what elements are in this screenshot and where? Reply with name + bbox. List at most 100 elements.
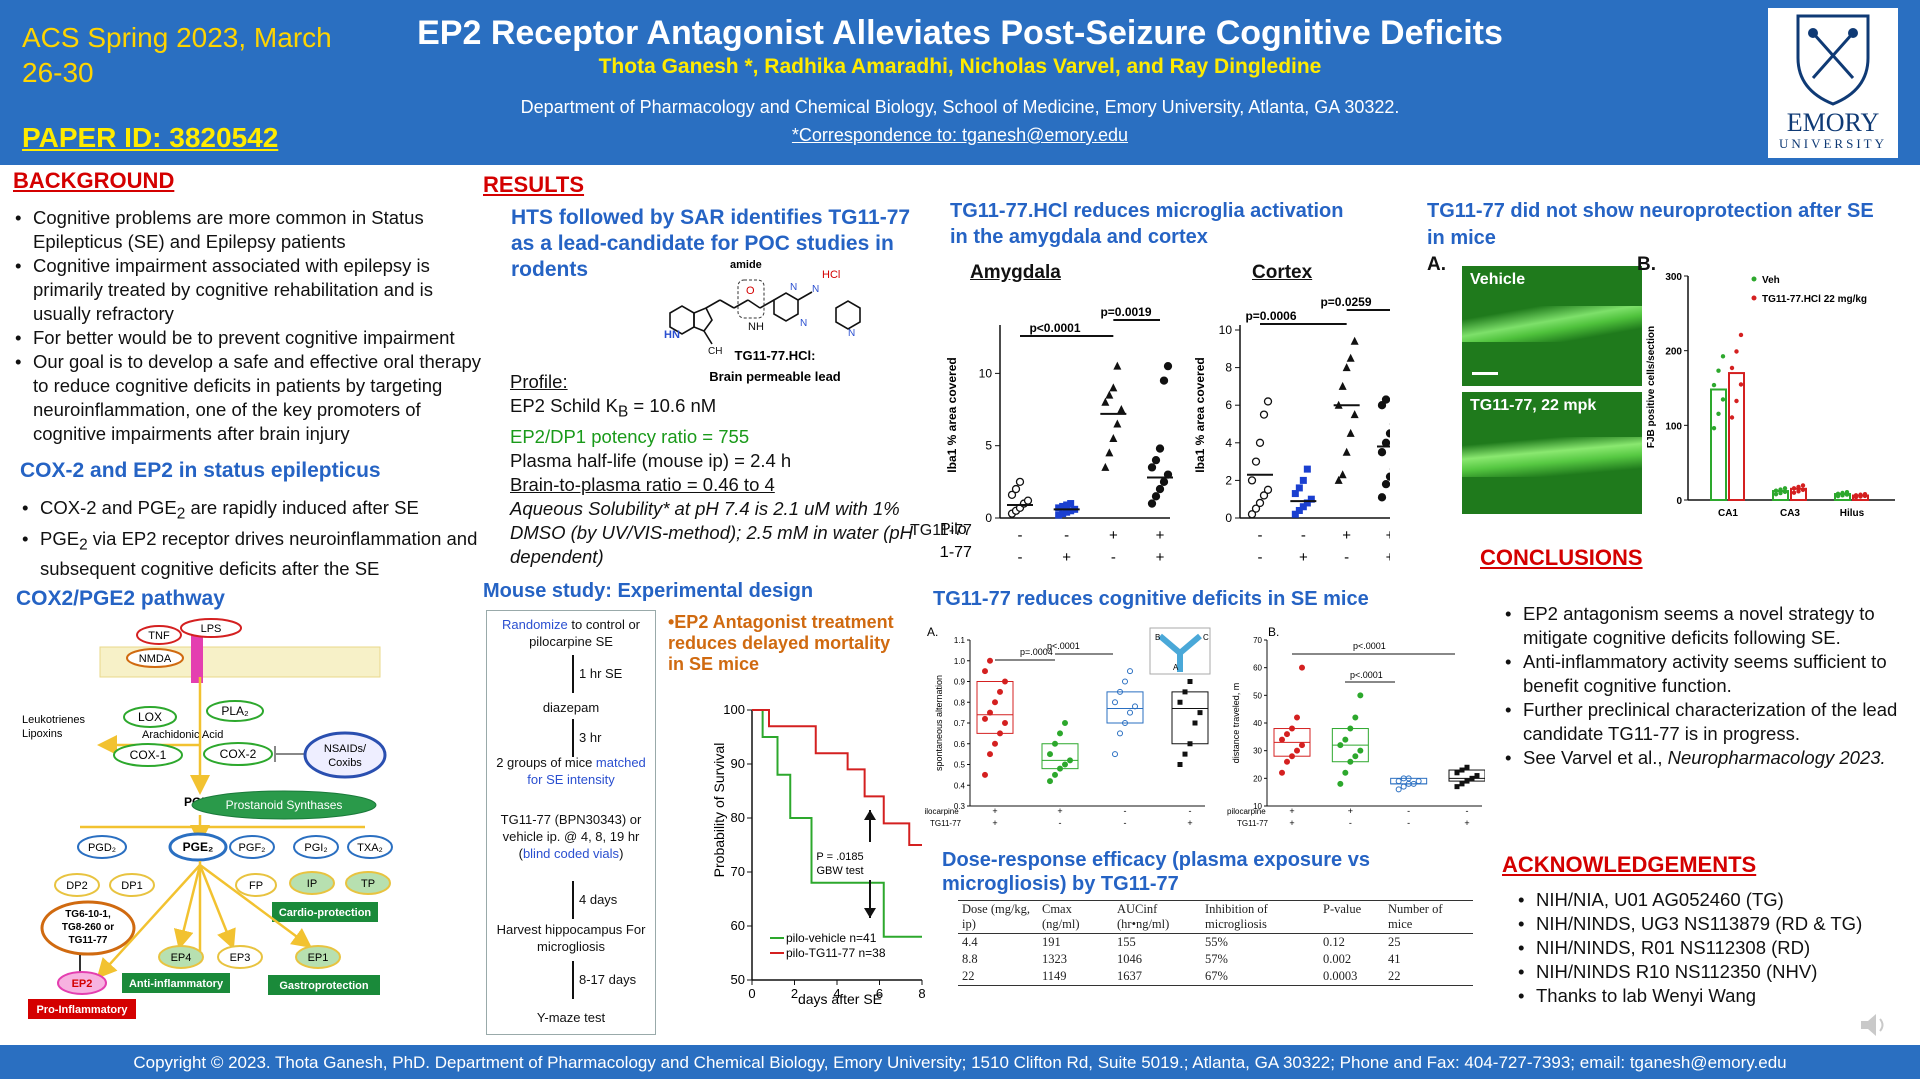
neuroprotection-heading: TG11-77 did not show neuroprotection aft…	[1427, 200, 1874, 249]
dp1-node	[109, 873, 155, 897]
data-point	[1122, 678, 1128, 685]
y-tick-label: 60	[1253, 664, 1262, 673]
data-point	[1251, 457, 1261, 466]
lox-label: LOX	[138, 710, 162, 724]
data-point	[1251, 504, 1261, 513]
data-point	[1729, 415, 1735, 420]
tg11-77-micrograph: TG11-77, 22 mpk	[1462, 392, 1642, 514]
speaker-icon[interactable]	[1858, 1010, 1892, 1040]
data-point	[1782, 486, 1788, 491]
flow-step-treatment: TG11-77 (BPN30343) or vehicle ip. @ 4, 8…	[491, 811, 651, 862]
x-category-label: Hilus	[1840, 508, 1865, 519]
data-point	[1469, 775, 1475, 781]
y-tick-label: 40	[1253, 719, 1262, 728]
data-point	[982, 668, 988, 675]
pge2-label: PGE₂	[183, 840, 214, 854]
svg-text:CH: CH	[708, 346, 722, 357]
tg-compound-label: TG8-260 or	[62, 922, 114, 933]
y-tick-label: 80	[731, 810, 745, 825]
data-point	[1334, 475, 1343, 484]
data-point	[1113, 361, 1122, 370]
flow-text: TG11-77 (BPN30343) or vehicle ip. @ 4, 8…	[500, 812, 642, 861]
table-header: P-value	[1323, 902, 1362, 916]
background-item: Cognitive impairment associated with epi…	[13, 254, 493, 326]
pilo-row-label: Pilo	[940, 521, 967, 538]
table-cell: 8.8	[962, 952, 978, 966]
hcl-label: HCl	[822, 269, 840, 281]
cognitive-charts: A. B. spontaneous alternation distance t…	[925, 625, 1485, 828]
leukotrienes-label: Leukotrienes	[22, 714, 85, 726]
data-point	[1711, 382, 1717, 388]
data-point	[1738, 382, 1744, 387]
y-tick-label: 60	[731, 918, 745, 933]
data-point	[1255, 498, 1265, 508]
subscript: 2	[79, 536, 88, 554]
correspondence-link[interactable]: *Correspondence to: tganesh@emory.edu	[791, 125, 1129, 145]
x-tick-label: 4	[833, 986, 840, 1001]
pilocarpine-sign: -	[1466, 806, 1469, 816]
data-point	[1011, 484, 1021, 494]
data-point	[1047, 751, 1053, 758]
background-item: Cognitive problems are more common in St…	[13, 206, 493, 254]
tg-row-label: TG11-77	[1237, 819, 1269, 828]
ep4-label: EP4	[171, 952, 192, 964]
mouse-study-heading: Mouse study: Experimental design	[483, 580, 814, 602]
data-point	[1113, 419, 1122, 428]
potency-ratio: EP2/DP1 potency ratio = 755	[510, 425, 750, 447]
footer: Copyright © 2023. Thota Ganesh, PhD. Dep…	[0, 1045, 1920, 1079]
data-point	[1279, 736, 1285, 743]
data-point	[1063, 501, 1071, 509]
fp-label: FP	[249, 880, 263, 892]
experimental-design-flowchart: Randomize to control or pilocarpine SE 1…	[486, 610, 656, 1035]
tnf-label: TNF	[148, 630, 170, 642]
data-point	[1791, 486, 1797, 491]
mortality-heading: •EP2 Antagonist treatment reduces delaye…	[668, 612, 894, 674]
ep3-node	[217, 945, 263, 969]
tg-compounds-node	[40, 900, 136, 956]
data-point	[1059, 502, 1067, 510]
prostanoid-synthases-label: Prostanoid Synthases	[226, 798, 343, 812]
data-point	[1350, 410, 1359, 419]
background-item: For better would be to prevent cognitive…	[13, 326, 493, 350]
data-point	[1464, 778, 1470, 784]
distance-ylabel: distance traveled, m	[1231, 683, 1241, 764]
pro-inflammatory-label: Pro-Inflammatory	[36, 1004, 128, 1016]
data-point	[1052, 740, 1058, 747]
data-point	[1067, 507, 1075, 515]
schild-value: = 10.6 nM	[628, 395, 717, 416]
ep2-node	[57, 971, 107, 995]
data-point	[1299, 664, 1305, 671]
data-point	[1342, 769, 1349, 776]
y-tick-label: 100	[723, 702, 745, 717]
legend-vehicle: pilo-vehicle n=41	[786, 931, 877, 945]
flow-arrow	[572, 881, 574, 919]
data-point	[982, 771, 988, 778]
table-cell: 1046	[1117, 952, 1142, 966]
cox2-heading: COX-2 and EP2 in status epilepticus	[20, 459, 381, 482]
acknowledgements-heading: ACKNOWLEDGEMENTS	[1502, 852, 1757, 877]
table-header: Inhibition of microgliosis	[1205, 902, 1268, 931]
table-cell: 0.002	[1323, 952, 1352, 966]
pgd2-node	[77, 835, 127, 859]
ip-label: IP	[307, 878, 317, 890]
data-point	[1187, 741, 1193, 747]
table-cell: 191	[1042, 935, 1061, 949]
schild-line: EP2 Schild KB = 10.6 nM	[510, 394, 925, 425]
flow-text: blind coded vials	[522, 846, 620, 861]
data-point	[1067, 500, 1075, 508]
y-tick-label: 0.6	[954, 740, 966, 749]
data-point	[1105, 390, 1114, 399]
pilocarpine-row-label: pilocarpine	[1227, 807, 1266, 816]
table-cell: 1323	[1042, 952, 1067, 966]
data-point	[1734, 349, 1739, 354]
cox2-item-text: are rapidly induced after SE	[185, 497, 419, 518]
y-tick-label: 0.7	[954, 719, 966, 728]
pilocarpine-row-label: pilocarpine	[925, 807, 959, 816]
data-point	[997, 730, 1003, 737]
amide-label: amide	[730, 259, 762, 271]
pilocarpine-sign: +	[1057, 806, 1062, 816]
flow-text: 2 groups of mice	[496, 755, 596, 770]
receptor-icon	[191, 633, 203, 683]
conference-label: ACS Spring 2023, March 26-30	[22, 22, 332, 88]
